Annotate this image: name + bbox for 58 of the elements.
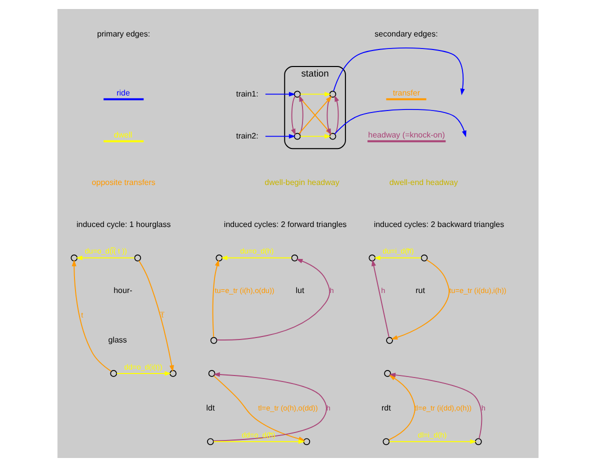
edge-label: dd=o_d(i(t)) xyxy=(124,362,162,371)
arrow xyxy=(333,46,465,95)
node-circle xyxy=(291,254,298,261)
arrow xyxy=(391,258,450,340)
node-circle xyxy=(382,438,390,445)
node-circle xyxy=(70,254,78,261)
arrow xyxy=(388,438,477,444)
arrow xyxy=(138,260,174,372)
edge-label: h xyxy=(481,402,486,412)
arrow xyxy=(291,95,296,135)
edge-label: dl=i_d(h) xyxy=(418,430,447,439)
edge-label: du=i_d(h̅) xyxy=(382,246,414,256)
node-circle xyxy=(420,254,428,261)
edge-label: tl=e_tr (i(dd),o(h)) xyxy=(414,402,472,412)
node-circle xyxy=(368,254,376,261)
edge-label: h xyxy=(326,402,330,412)
arrow xyxy=(213,438,305,444)
node-circle xyxy=(170,370,176,376)
node-circle xyxy=(386,336,393,344)
node-circle xyxy=(294,132,301,140)
arrow xyxy=(372,259,390,338)
arrow xyxy=(116,370,172,376)
arrow xyxy=(334,94,340,134)
arrow xyxy=(334,108,466,137)
node-circle xyxy=(303,438,310,445)
node-circle xyxy=(329,90,336,98)
arrow xyxy=(264,133,296,138)
arrow xyxy=(388,374,416,440)
node-circle xyxy=(134,254,142,261)
edge-label: t̅ xyxy=(161,310,164,320)
node-circle xyxy=(474,438,482,445)
edge-label: t xyxy=(81,310,84,320)
arrow xyxy=(299,94,304,134)
edge-label: tu=e_tr (i(h),o(du)) xyxy=(214,285,274,294)
node-circle xyxy=(384,370,391,376)
node-circle xyxy=(216,254,223,261)
edge-label: h xyxy=(381,285,386,294)
node-circle xyxy=(329,132,336,140)
arrow xyxy=(220,255,292,260)
arrow xyxy=(72,259,112,372)
arrow xyxy=(216,258,330,340)
edge-label: du=o_d(i̅( t )) xyxy=(84,246,127,256)
arrow xyxy=(374,255,422,260)
edge-label: dd=o_d(h̅) xyxy=(242,430,276,439)
edge-label: tu=e_tr (i(du),i(h)) xyxy=(449,285,506,294)
arrow xyxy=(76,255,135,260)
node-circle xyxy=(110,370,118,376)
node-circle xyxy=(294,90,301,98)
arrow xyxy=(388,372,482,439)
arrow xyxy=(212,259,220,338)
edge-label: du=o_d(h) xyxy=(240,246,274,256)
node-circle xyxy=(208,370,216,376)
edge-label: tl=e_tr (o(h),o(dd)) xyxy=(258,402,318,412)
node-circle xyxy=(210,336,218,344)
edge-label: h xyxy=(330,285,334,294)
arrow xyxy=(300,91,332,96)
node-circle xyxy=(207,438,214,445)
arrow xyxy=(264,91,296,96)
